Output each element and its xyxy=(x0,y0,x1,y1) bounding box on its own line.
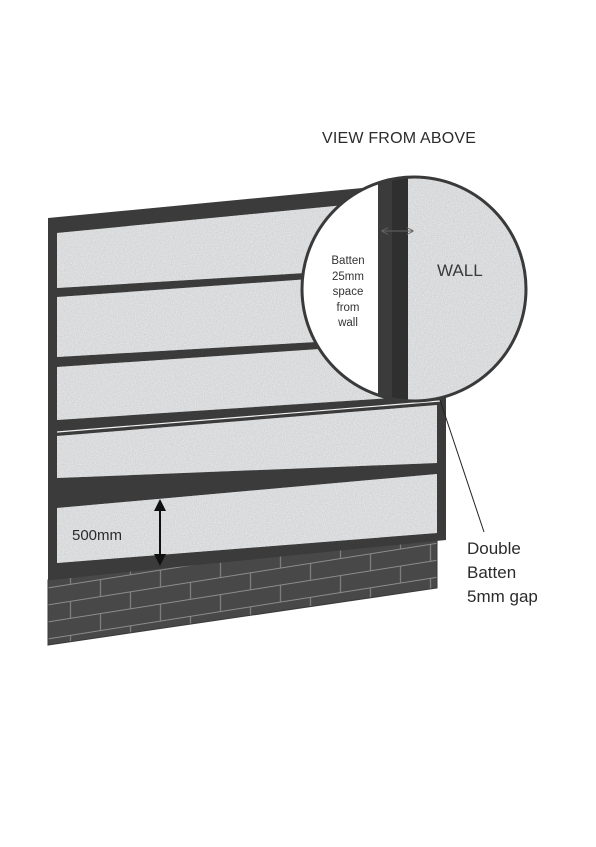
batten-note-line: space xyxy=(332,286,364,298)
double-batten-line: Double xyxy=(467,539,521,558)
batten-section xyxy=(378,177,392,401)
batten-note-line: from xyxy=(336,301,360,314)
wall-label: WALL xyxy=(437,261,483,280)
double-batten-line: Batten xyxy=(467,563,517,582)
view-from-above-title: VIEW FROM ABOVE xyxy=(322,130,477,147)
double-batten-leader xyxy=(439,399,485,533)
height-dimension-label: 500mm xyxy=(72,527,123,544)
batten-note-line: 25mm xyxy=(332,270,364,283)
batten-note-line: wall xyxy=(338,317,358,329)
double-batten-line: 5mm gap xyxy=(467,587,538,606)
batten-spacing-note: Batten 25mm space from wall xyxy=(322,254,374,332)
double-batten-note: Double Batten 5mm gap xyxy=(467,537,577,609)
batten-note-line: Batten xyxy=(331,255,365,267)
wall-face xyxy=(392,177,408,401)
double-batten xyxy=(56,395,441,433)
